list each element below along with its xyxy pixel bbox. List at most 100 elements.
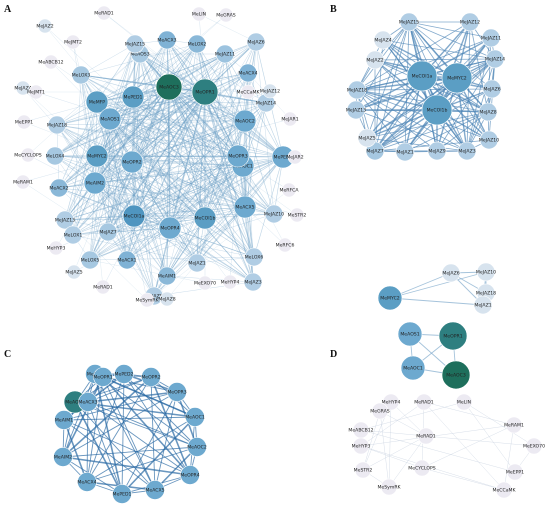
network-node[interactable]: MeMYC2: [85, 144, 109, 168]
network-node[interactable]: MeJAZ2: [365, 50, 385, 70]
network-node[interactable]: MeOPR4: [158, 216, 182, 240]
network-node[interactable]: MeJAZ10: [264, 204, 284, 224]
network-node[interactable]: MeHYP4: [382, 393, 401, 411]
network-node[interactable]: MePED1: [112, 484, 132, 504]
network-node[interactable]: MeOPR1: [191, 78, 219, 106]
network-node[interactable]: MeAIM1: [157, 266, 177, 286]
network-node[interactable]: MeEPP1: [506, 463, 524, 481]
network-node[interactable]: MeCOI1b: [193, 206, 217, 230]
network-node[interactable]: MeRAD1: [414, 393, 434, 411]
network-node[interactable]: MeCCaMK: [237, 84, 261, 100]
network-node[interactable]: MeRAM1: [504, 416, 524, 434]
network-node[interactable]: MePED1: [121, 85, 145, 109]
network-node[interactable]: MeACX4: [77, 472, 97, 492]
network-node[interactable]: MeJAZ8: [478, 102, 498, 122]
network-node[interactable]: MeJAZ15: [399, 12, 419, 32]
network-node[interactable]: MeEXO70: [194, 275, 216, 291]
network-node[interactable]: MeSTR2: [288, 207, 307, 223]
network-node[interactable]: MeSTR2: [354, 461, 373, 479]
network-node[interactable]: MeACX5: [233, 195, 257, 219]
network-node[interactable]: MeEPP1: [15, 114, 33, 130]
network-node[interactable]: MeHYP4: [221, 274, 240, 290]
network-node[interactable]: MeSymRK: [377, 478, 402, 496]
network-node[interactable]: MeOPR1: [93, 367, 113, 387]
network-node[interactable]: MeOPR3: [226, 144, 250, 168]
network-node[interactable]: MeMFP: [85, 90, 109, 114]
network-node[interactable]: MeRFC6: [276, 237, 295, 253]
network-node[interactable]: MeAOS1: [397, 321, 423, 347]
network-node[interactable]: MeACX4: [238, 63, 258, 83]
network-node[interactable]: MeAIM2: [53, 447, 73, 467]
network-node[interactable]: MeMYC2: [377, 285, 403, 311]
network-node[interactable]: MeJMT2: [64, 34, 82, 50]
network-node[interactable]: MeCYCLOPS: [408, 459, 436, 477]
network-node[interactable]: MeLOX5: [80, 250, 100, 270]
network-node[interactable]: MeJAZ12: [260, 83, 280, 99]
network-node[interactable]: MeJAZ4: [373, 30, 393, 50]
network-node[interactable]: MeJAZ5: [357, 128, 377, 148]
network-node[interactable]: MeLOX3: [71, 65, 91, 85]
network-node[interactable]: MeJAZ8: [158, 291, 176, 307]
network-node[interactable]: MeCOI1a: [122, 204, 146, 228]
network-node[interactable]: MeJAZ9: [427, 141, 447, 161]
network-node[interactable]: MeRAM1: [13, 174, 33, 190]
network-node[interactable]: MeJAZ1: [395, 142, 415, 162]
network-node[interactable]: MeOPR1: [438, 321, 468, 351]
network-node[interactable]: MeJAZ6: [246, 32, 266, 52]
network-node[interactable]: MeAOC1: [185, 407, 205, 427]
network-node[interactable]: MeCOI1a: [406, 60, 438, 92]
network-node[interactable]: MeJAZ14: [485, 49, 505, 69]
network-node[interactable]: MeLOX4: [45, 146, 65, 166]
network-node[interactable]: MeCCaMK: [493, 481, 517, 499]
network-node[interactable]: MeJAZ3: [243, 272, 263, 292]
network-node[interactable]: MeJAZ3: [457, 141, 477, 161]
network-node[interactable]: MeOPR4: [180, 465, 200, 485]
network-node[interactable]: MeCYCLOPS: [14, 147, 42, 163]
network-node[interactable]: MeRAD1: [93, 279, 113, 295]
network-node[interactable]: MeRFCA: [280, 182, 300, 198]
network-node[interactable]: MeGRAS: [216, 7, 236, 23]
network-node[interactable]: MeOPR2: [120, 150, 144, 174]
network-node[interactable]: MeJAR2: [286, 149, 304, 165]
network-node[interactable]: MeAOC2: [233, 109, 257, 133]
network-node[interactable]: MeJAZ1: [187, 253, 207, 273]
network-node[interactable]: MeEXO70: [523, 437, 545, 455]
network-node[interactable]: MeLIN: [455, 393, 473, 411]
network-node[interactable]: MeJMT1: [27, 84, 45, 100]
network-node[interactable]: MeCOI1b: [421, 94, 453, 126]
network-node[interactable]: MeJAZ11: [215, 44, 235, 64]
network-node[interactable]: MeJAZ1: [473, 295, 493, 315]
network-node[interactable]: MeAOC2: [187, 437, 207, 457]
network-node[interactable]: MeACX5: [145, 480, 165, 500]
network-node[interactable]: MeJAZ15: [125, 34, 145, 54]
network-node[interactable]: MeJAZ13: [346, 100, 366, 120]
network-node[interactable]: MeJAZ5: [65, 264, 83, 280]
network-node[interactable]: MeABCB12: [348, 421, 374, 439]
network-node[interactable]: MeJAZ12: [460, 12, 480, 32]
network-node[interactable]: MeLIN: [191, 6, 207, 22]
network-node[interactable]: MeRAD1: [94, 5, 114, 21]
network-node[interactable]: MeLOX2: [187, 34, 207, 54]
network-node[interactable]: MeGRAS: [370, 402, 390, 420]
network-node[interactable]: MeRAD1: [416, 427, 436, 445]
network-node[interactable]: MePED2: [114, 364, 134, 384]
network-node[interactable]: MeAIM1: [54, 410, 74, 430]
network-node[interactable]: MeJAZ18: [347, 80, 367, 100]
network-node[interactable]: MeJAZ18: [47, 115, 67, 135]
network-node[interactable]: MeACX1: [117, 250, 137, 270]
network-node[interactable]: MeMYC2: [441, 62, 473, 94]
network-node[interactable]: MeAOC3: [155, 73, 183, 101]
network-node[interactable]: MeAOS1: [98, 107, 122, 131]
network-node[interactable]: MeABCB12: [38, 54, 64, 70]
network-node[interactable]: MeJAZ7: [98, 222, 118, 242]
network-node[interactable]: MeJAZ2: [36, 18, 54, 34]
network-node[interactable]: MeJAR1: [281, 111, 299, 127]
network-node[interactable]: MeLOX1: [63, 225, 83, 245]
network-node[interactable]: MeJAZ10: [479, 130, 499, 150]
network-node[interactable]: MeLOX6: [244, 247, 264, 267]
network-node[interactable]: MeJAZ11: [481, 28, 501, 48]
network-node[interactable]: MeHYP3: [47, 240, 66, 256]
network-node[interactable]: MeHYP3: [352, 437, 371, 455]
network-node[interactable]: MeACX2: [49, 178, 69, 198]
network-node[interactable]: MeACX3: [157, 30, 177, 50]
